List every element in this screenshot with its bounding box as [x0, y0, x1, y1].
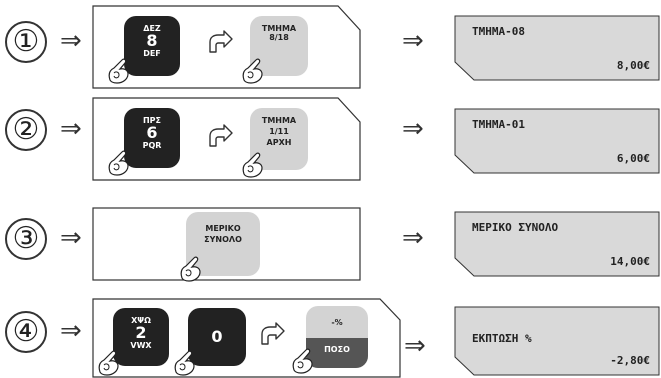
key-8-top-label: ΔΕΖ — [143, 24, 161, 33]
key-8-def[interactable]: ΔΕΖ 8 DEF — [124, 16, 180, 76]
display-line-1: ΤΜΗΜΑ-01 — [472, 118, 525, 131]
step-2-arrow-in: ⇒ — [60, 114, 82, 144]
display-line-1: ΤΜΗΜΑ-08 — [472, 25, 525, 38]
key-2-top-label: ΧΨΩ — [131, 316, 151, 325]
key-subtotal-bottom-label: ΣΥΝΟΛΟ — [204, 235, 242, 244]
press-hand-icon — [108, 58, 129, 84]
key-6-bottom-label: PQR — [142, 141, 162, 150]
press-hand-icon — [242, 58, 263, 84]
step-1-display-bg — [454, 15, 660, 81]
then-arrow-icon — [209, 30, 233, 53]
key-department-bottom-label: 8/18 — [269, 33, 289, 42]
display-line-1: ΕΚΠΤΩΣΗ % — [472, 332, 532, 345]
display-line-2: 14,00€ — [610, 255, 650, 268]
key-subtotal[interactable]: ΜΕΡΙΚΟ ΣΥΝΟΛΟ — [186, 212, 260, 276]
key-department-8-18[interactable]: ΤΜΗΜΑ 8/18 — [250, 16, 308, 76]
key-0-digit: 0 — [211, 327, 223, 346]
key-8-digit: 8 — [146, 31, 158, 50]
key-department-top-label: ΤΜΗΜΑ — [261, 24, 297, 33]
key-department-top-label: ΤΜΗΜΑ — [261, 116, 297, 125]
display-line-1: ΜΕΡΙΚΟ ΣΥΝΟΛΟ — [472, 221, 559, 234]
key-department-mid-label: 1/11 — [269, 127, 289, 136]
press-hand-icon — [174, 350, 195, 376]
step-2-display: ΤΜΗΜΑ-01 6,00€ — [454, 108, 660, 174]
key-2-digit: 2 — [135, 323, 147, 342]
press-hand-icon — [98, 350, 119, 376]
step-4-display: ΕΚΠΤΩΣΗ % -2,80€ — [454, 306, 660, 376]
press-hand-icon — [242, 152, 263, 178]
step-3-arrow-out: ⇒ — [402, 223, 424, 253]
press-hand-icon — [108, 150, 129, 176]
step-3-number: ③ — [5, 218, 47, 260]
press-hand-icon — [180, 256, 201, 282]
step-2-arrow-out: ⇒ — [402, 114, 424, 144]
step-4-display-bg — [454, 306, 660, 376]
key-department-1-11[interactable]: ΤΜΗΜΑ 1/11 ΑΡΧΗ — [250, 108, 308, 170]
step-4-number: ④ — [5, 311, 47, 353]
key-0[interactable]: 0 — [188, 308, 246, 366]
step-4-arrow-in: ⇒ — [60, 316, 82, 346]
step-1-number: ① — [5, 21, 47, 63]
key-8-bottom-label: DEF — [143, 49, 161, 58]
press-hand-icon — [292, 348, 313, 374]
key-subtotal-top-label: ΜΕΡΙΚΟ — [205, 224, 241, 233]
step-3-display: ΜΕΡΙΚΟ ΣΥΝΟΛΟ 14,00€ — [454, 211, 660, 277]
key-amount-bottom-label: ΠΟΣΟ — [306, 338, 368, 368]
step-1-display: ΤΜΗΜΑ-08 8,00€ — [454, 15, 660, 81]
then-arrow-icon — [209, 124, 233, 147]
key-6-top-label: ΠΡΣ — [142, 116, 162, 125]
key-percent-discount[interactable]: -% ΠΟΣΟ — [306, 306, 368, 368]
step-2-display-bg — [454, 108, 660, 174]
key-6-pqr[interactable]: ΠΡΣ 6 PQR — [124, 108, 180, 168]
step-4-arrow-out: ⇒ — [404, 331, 426, 361]
step-3-arrow-in: ⇒ — [60, 223, 82, 253]
key-6-digit: 6 — [146, 123, 158, 142]
then-arrow-icon — [261, 322, 285, 345]
key-department-bottom-label: ΑΡΧΗ — [266, 138, 292, 147]
step-2-number: ② — [5, 109, 47, 151]
display-line-2: -2,80€ — [610, 354, 650, 367]
step-1-arrow-in: ⇒ — [60, 26, 82, 56]
key-2-bottom-label: VWX — [130, 341, 152, 350]
step-3-display-bg — [454, 211, 660, 277]
step-1-arrow-out: ⇒ — [402, 26, 424, 56]
display-line-2: 6,00€ — [616, 152, 650, 165]
display-line-2: 8,00€ — [616, 59, 650, 72]
key-2-vwx[interactable]: ΧΨΩ 2 VWX — [113, 308, 169, 366]
key-percent-top-label: -% — [331, 318, 343, 327]
